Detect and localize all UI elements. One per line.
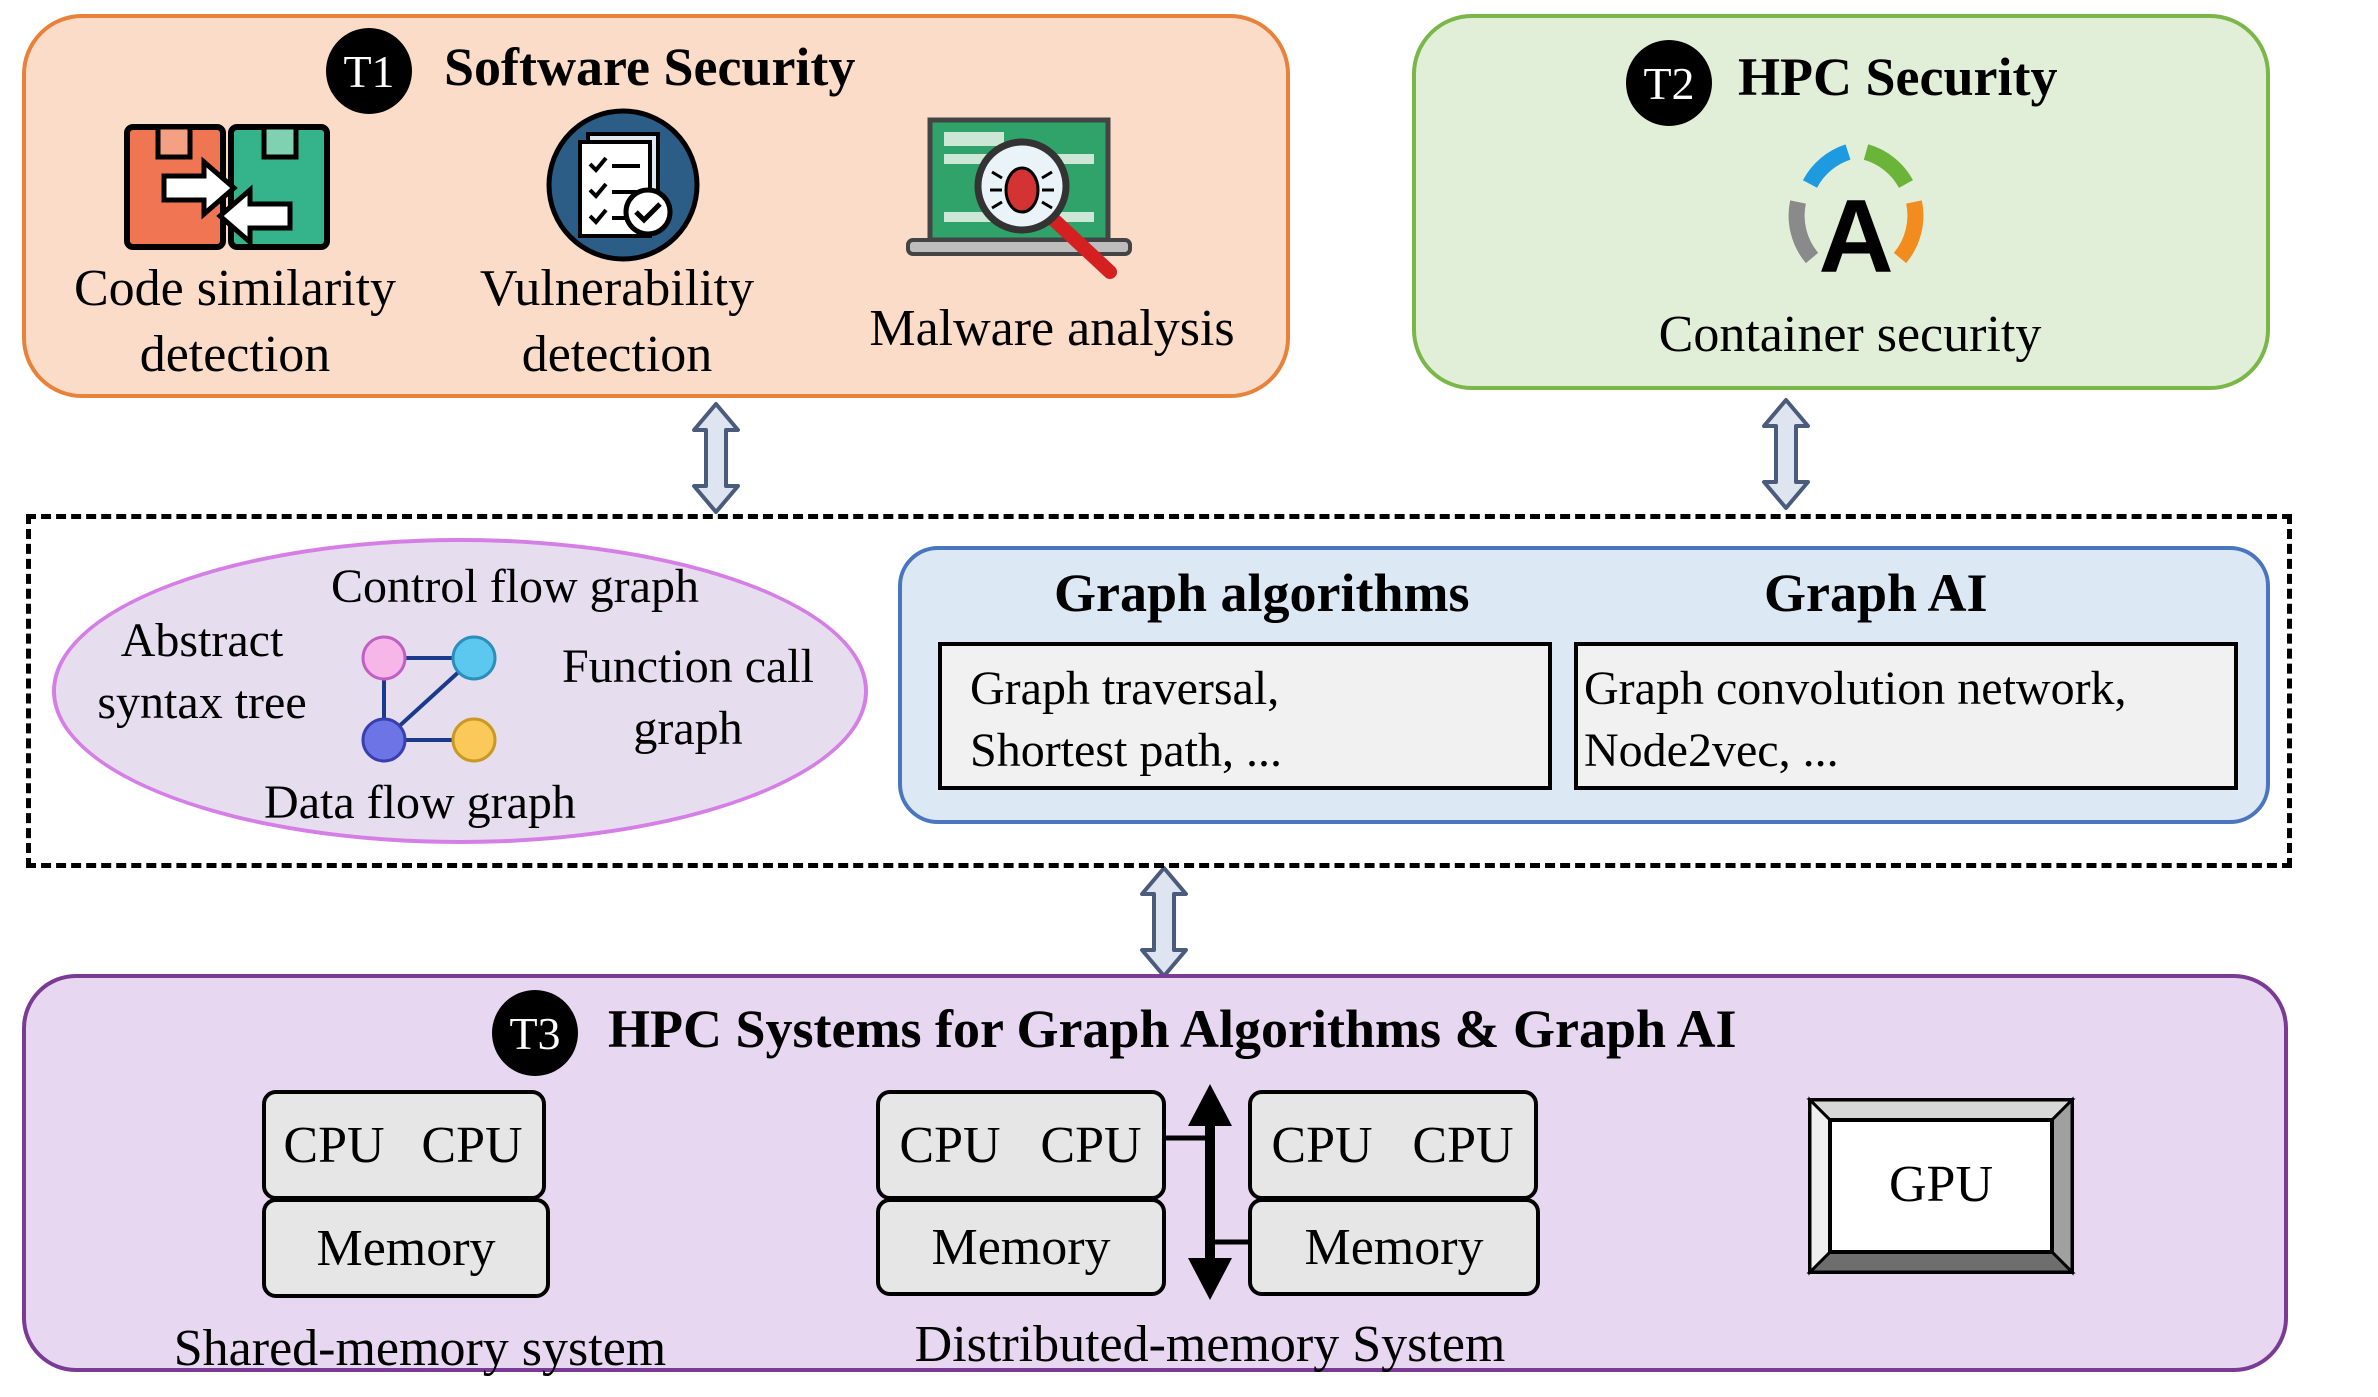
- t2-badge: T2: [1626, 40, 1712, 126]
- control-flow-graph-label: Control flow graph: [331, 560, 699, 613]
- graph-node-blue: [361, 717, 407, 763]
- graph-algorithms-line1: Graph traversal,: [970, 662, 1280, 715]
- graph-network-icon: [361, 635, 497, 763]
- graph-algorithms-line2: Shortest path, ...: [970, 724, 1282, 777]
- malware-analysis-label: Malware analysis: [869, 300, 1235, 357]
- shared-cpu-1: CPU: [283, 1116, 385, 1174]
- function-call-graph-line1: Function call: [562, 640, 814, 693]
- program-graphs-ellipse: [52, 538, 868, 844]
- distributed-memory-left: Memory: [876, 1198, 1166, 1296]
- code-similarity-label: Code similarity detection: [40, 256, 430, 388]
- svg-text:A: A: [1818, 179, 1893, 295]
- t1-title: Software Security: [444, 37, 856, 97]
- graph-representation-dashed-box: [26, 514, 2292, 868]
- distributed-memory-caption: Distributed-memory System: [914, 1316, 1506, 1373]
- graph-algorithms-box: Graph traversal, Shortest path, ...: [938, 642, 1552, 790]
- code-similarity-line2: detection: [139, 326, 331, 383]
- distributed-cpu-pair-left: CPU CPU: [876, 1090, 1166, 1200]
- double-arrow-t1: [692, 402, 740, 514]
- distributed-cpu-left-2: CPU: [1040, 1116, 1142, 1174]
- graph-ai-title: Graph AI: [1764, 563, 1988, 623]
- graph-node-cyan: [451, 635, 497, 681]
- graph-node-pink: [361, 635, 407, 681]
- t3-badge: T3: [492, 990, 578, 1076]
- shared-cpu-pair: CPU CPU: [262, 1090, 546, 1200]
- t3-title: HPC Systems for Graph Algorithms & Graph…: [608, 999, 1737, 1059]
- double-arrow-t3: [1140, 866, 1188, 978]
- abstract-syntax-tree-label: Abstract syntax tree: [70, 610, 334, 734]
- gpu-chip-icon: [1806, 1096, 2076, 1276]
- graph-node-yellow: [451, 717, 497, 763]
- shared-memory-block: Memory: [262, 1198, 550, 1298]
- shared-memory-caption: Shared-memory system: [173, 1320, 667, 1377]
- abstract-syntax-tree-line1: Abstract: [120, 614, 284, 667]
- data-flow-graph-label: Data flow graph: [264, 776, 576, 829]
- malware-analysis-icon: [906, 117, 1132, 279]
- container-security-label: Container security: [1658, 306, 2042, 363]
- vulnerability-line1: Vulnerability: [479, 260, 755, 317]
- graph-ai-line2: Node2vec, ...: [1584, 724, 1839, 777]
- code-similarity-line1: Code similarity: [73, 260, 397, 317]
- vulnerability-label: Vulnerability detection: [444, 256, 790, 388]
- distributed-cpu-pair-right: CPU CPU: [1248, 1090, 1538, 1200]
- t2-title: HPC Security: [1738, 47, 2058, 107]
- code-similarity-icon: [124, 124, 330, 250]
- interconnect-arrow: [1166, 1084, 1250, 1300]
- double-arrow-t2: [1762, 398, 1810, 510]
- distributed-cpu-left-1: CPU: [899, 1116, 1001, 1174]
- abstract-syntax-tree-line2: syntax tree: [97, 676, 307, 729]
- gpu-label: GPU: [1888, 1156, 1994, 1213]
- container-security-logo-icon: A: [1788, 144, 1924, 295]
- graph-algorithms-title: Graph algorithms: [1054, 563, 1470, 623]
- t2-hpc-security-panel: [1412, 14, 2270, 390]
- t1-badge: T1: [326, 28, 412, 114]
- distributed-cpu-right-1: CPU: [1271, 1116, 1373, 1174]
- distributed-cpu-right-2: CPU: [1412, 1116, 1514, 1174]
- vulnerability-line2: detection: [521, 326, 713, 383]
- shared-cpu-2: CPU: [421, 1116, 523, 1174]
- vulnerability-checklist-icon: [546, 108, 700, 262]
- function-call-graph-label: Function call graph: [536, 636, 840, 760]
- graph-ai-box: Graph convolution network, Node2vec, ...: [1574, 642, 2238, 790]
- graph-ai-line1: Graph convolution network,: [1584, 662, 2127, 715]
- distributed-memory-right: Memory: [1248, 1198, 1540, 1296]
- function-call-graph-line2: graph: [633, 702, 743, 755]
